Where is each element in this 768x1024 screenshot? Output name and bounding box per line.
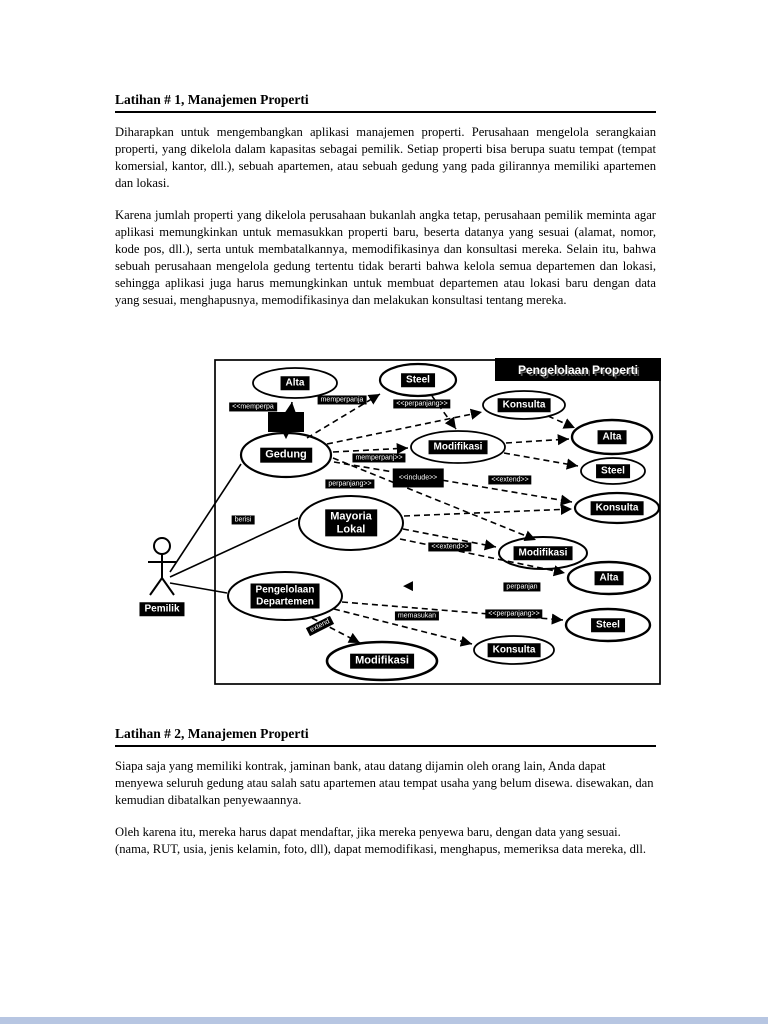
arrowhead-icon: ▼ xyxy=(281,426,291,442)
usecase-steel-right-2: Steel xyxy=(591,618,625,632)
diagram-title: Pengelolaan Properti xyxy=(495,358,661,381)
stereotype-label: memperpanj>> xyxy=(352,453,406,463)
section1-paragraph-1: Diharapkan untuk mengembangkan aplikasi … xyxy=(115,125,656,190)
heading-rule xyxy=(115,111,656,113)
stereotype-label: perpanjan xyxy=(503,582,541,592)
stereotype-label: berisi xyxy=(231,515,255,525)
usecase-mayoria-line2: Lokal xyxy=(336,523,366,535)
stereotype-label: <<extend>> xyxy=(488,475,532,485)
stereotype-label: <<include>> xyxy=(392,468,444,488)
usecase-gedung: Gedung xyxy=(260,447,312,463)
stereotype-label: perpanjang>> xyxy=(325,479,375,489)
usecase-steel-top: Steel xyxy=(401,373,435,387)
usecase-alta-right-1: Alta xyxy=(597,430,627,444)
stereotype-label: memperpanja xyxy=(317,395,367,405)
stereotype-label: <<perpanjang>> xyxy=(393,399,451,409)
usecase-departemen: Pengelolaan Departemen xyxy=(250,583,320,609)
section-1: Latihan # 1, Manajemen Properti Diharapk… xyxy=(115,92,656,324)
diagram-lines xyxy=(148,359,661,685)
heading-rule xyxy=(115,745,656,747)
viewer-bottom-bar xyxy=(0,1017,768,1024)
actor-label: Pemilik xyxy=(139,602,185,616)
usecase-diagram: Pengelolaan Properti Alta Steel Konsulta… xyxy=(120,350,668,692)
section-2: Latihan # 2, Manajemen Properti Siapa sa… xyxy=(115,726,656,873)
usecase-alta-top: Alta xyxy=(280,376,310,390)
usecase-konsulta-bottom: Konsulta xyxy=(487,643,541,657)
usecase-mayoria-line1: Mayoria xyxy=(330,510,372,523)
usecase-konsulta-top: Konsulta xyxy=(497,398,551,412)
usecase-modifikasi-bottom: Modifikasi xyxy=(350,653,414,669)
arrowhead-icon: ◀ xyxy=(403,578,413,594)
usecase-steel-right-1: Steel xyxy=(596,464,630,478)
usecase-departemen-line2: Departemen xyxy=(256,596,314,607)
usecase-departemen-line1: Pengelolaan xyxy=(255,584,315,596)
ink-blob xyxy=(268,412,304,432)
section1-paragraph-2: Karena jumlah properti yang dikelola per… xyxy=(115,208,656,307)
section1-title: Latihan # 1, Manajemen Properti xyxy=(115,92,309,107)
section2-paragraph-2: Oleh karena itu, mereka harus dapat mend… xyxy=(115,825,647,856)
stereotype-label: memasukan xyxy=(394,611,440,621)
usecase-modifikasi-mid: Modifikasi xyxy=(428,440,488,454)
section2-paragraph-1: Siapa saja yang memiliki kontrak, jamina… xyxy=(115,759,654,807)
stereotype-label: <<extend>> xyxy=(428,542,472,552)
actor-stick-figure-icon xyxy=(148,537,176,596)
section2-title: Latihan # 2, Manajemen Properti xyxy=(115,726,309,741)
usecase-alta-right-2: Alta xyxy=(594,571,624,585)
usecase-mayoria-lokal: Mayoria Lokal xyxy=(325,509,377,537)
stereotype-label: <<memperpa xyxy=(229,402,277,412)
usecase-konsulta-right: Konsulta xyxy=(590,501,644,515)
stereotype-label: <<perpanjang>> xyxy=(485,609,543,619)
usecase-modifikasi-right: Modifikasi xyxy=(513,546,573,560)
